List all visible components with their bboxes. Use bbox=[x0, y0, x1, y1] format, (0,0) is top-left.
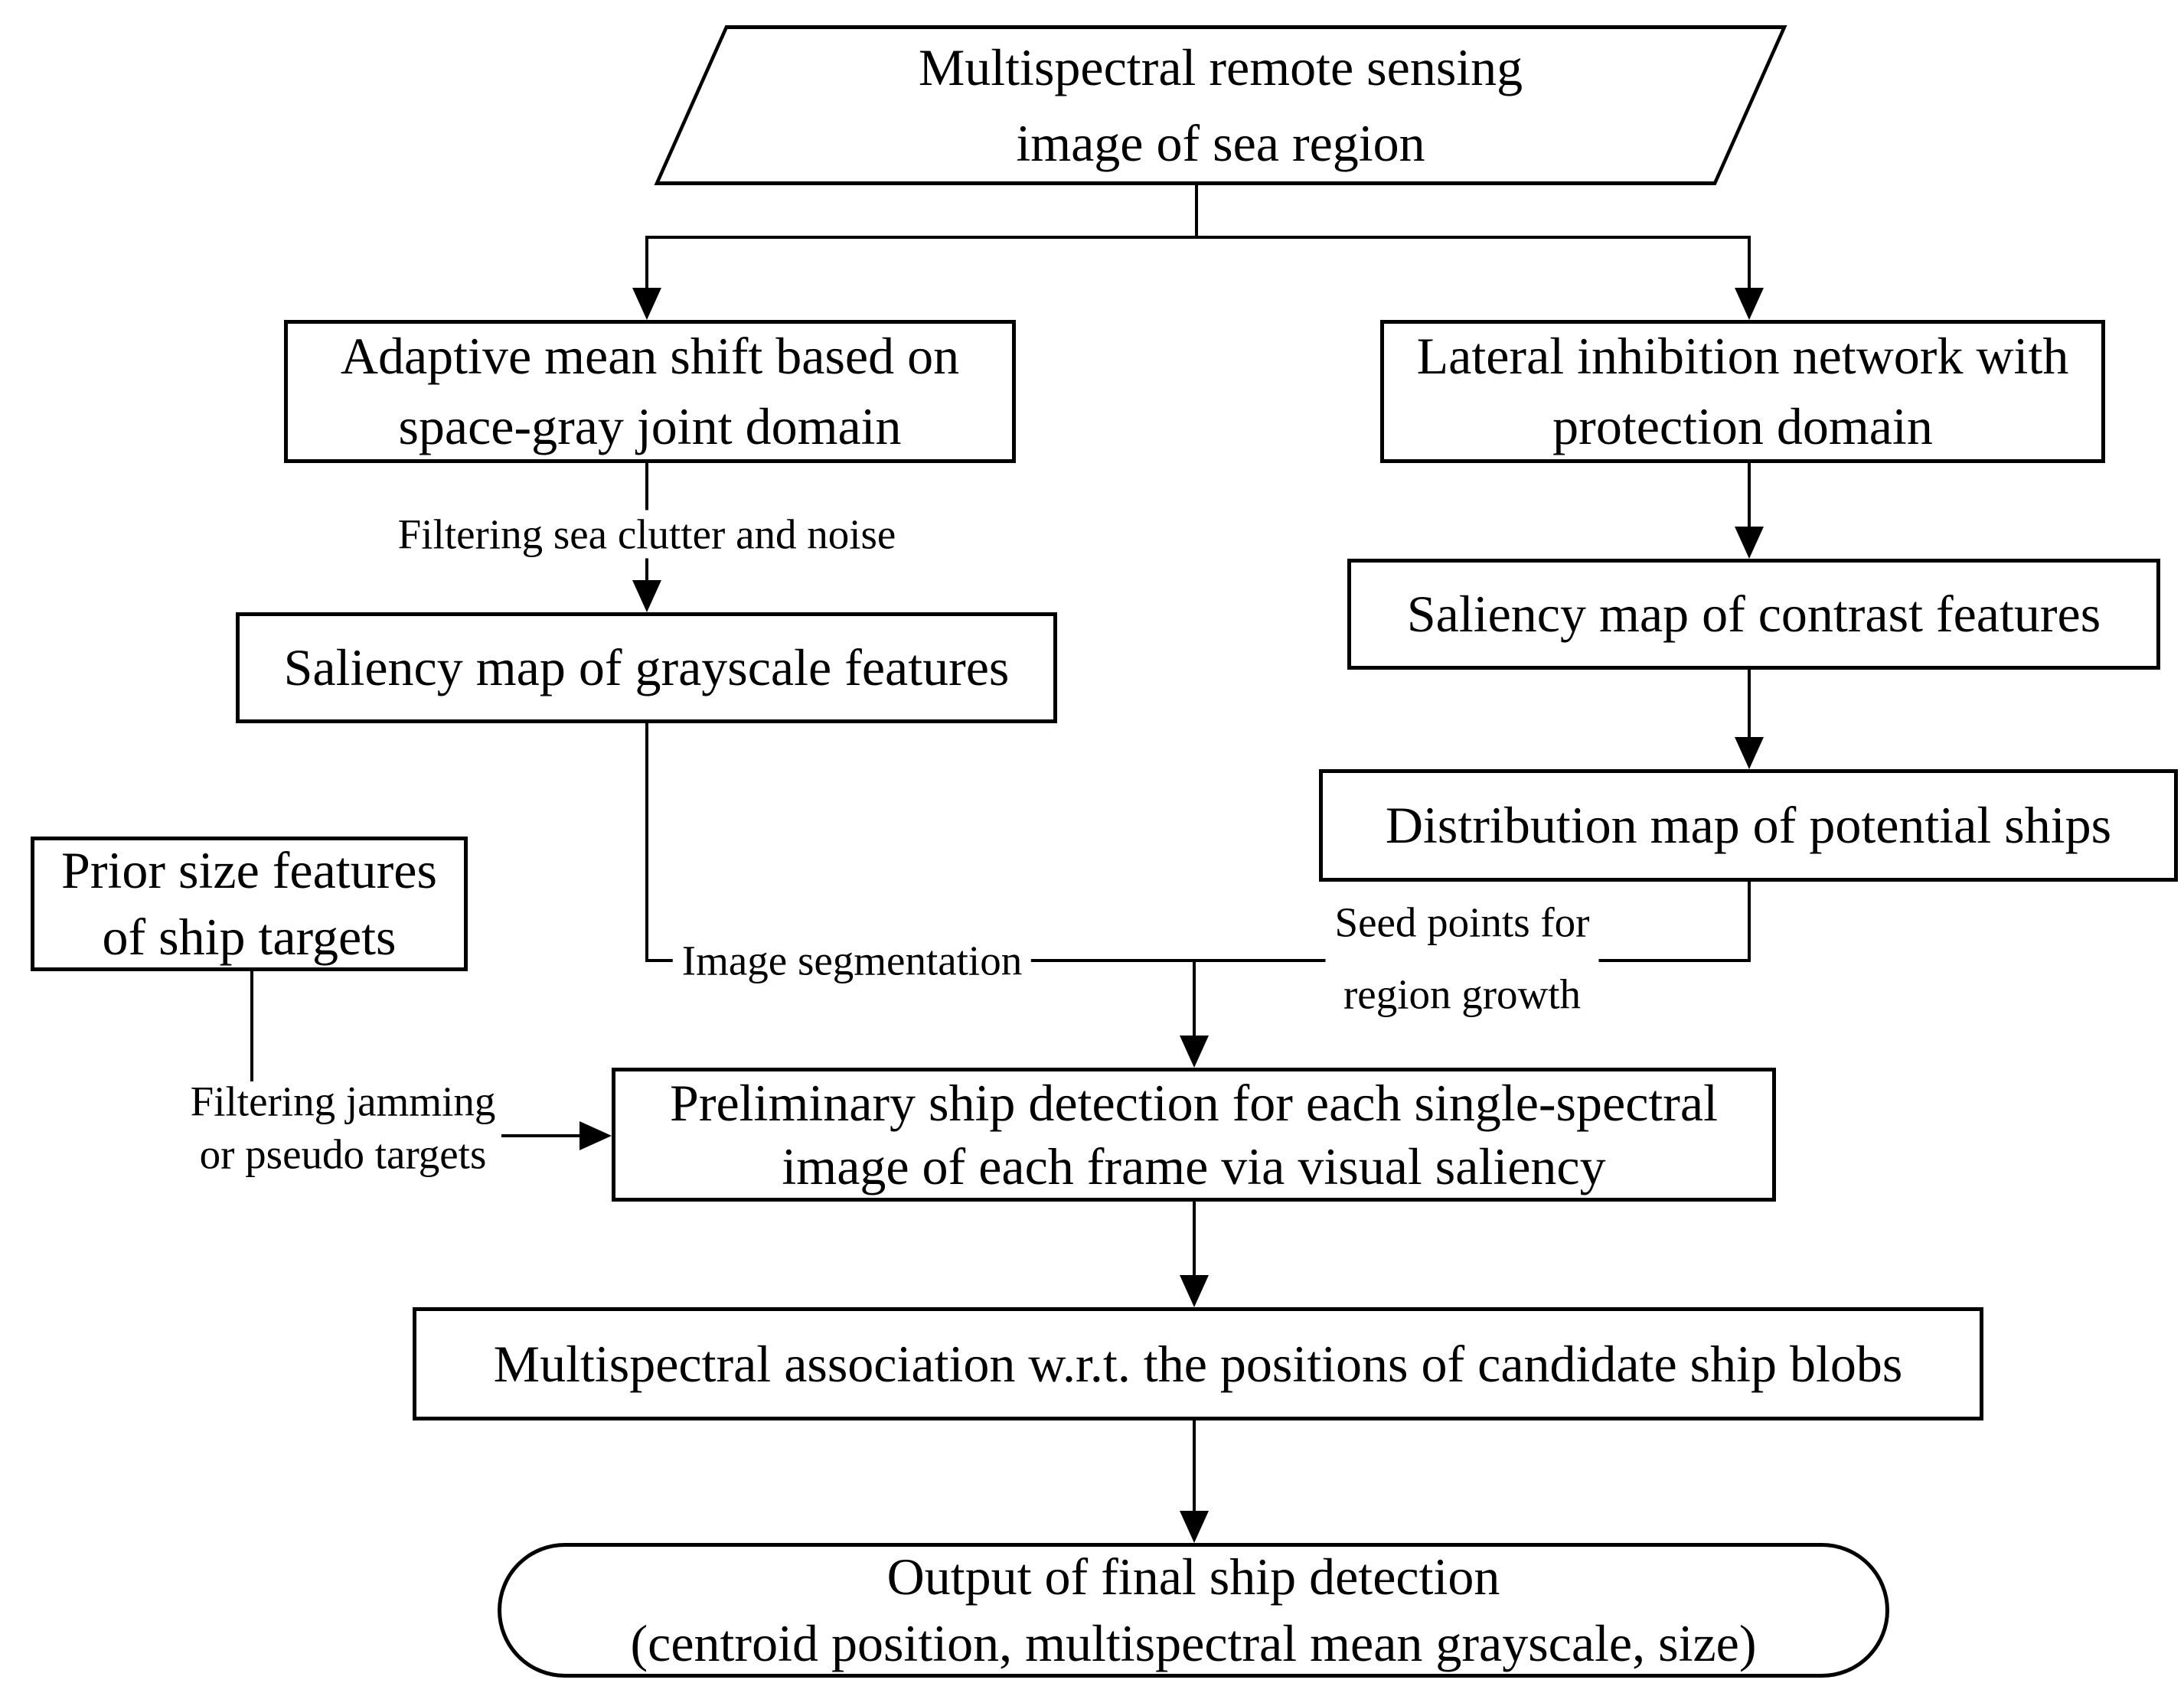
node-preliminary-line1: Preliminary ship detection for each sing… bbox=[670, 1073, 1718, 1132]
arrowhead-into-preliminary bbox=[1180, 1036, 1209, 1068]
node-distribution-map: Distribution map of potential ships bbox=[1319, 769, 2178, 882]
node-prior-line1: Prior size features bbox=[61, 840, 437, 899]
node-input-line2: image of sea region bbox=[1016, 113, 1425, 172]
node-lateral-line1: Lateral inhibition network with bbox=[1416, 326, 2069, 385]
node-prior-line2: of ship targets bbox=[102, 908, 397, 966]
connector-join-to-preliminary bbox=[1193, 961, 1196, 1037]
node-preliminary-detection: Preliminary ship detection for each sing… bbox=[612, 1068, 1776, 1202]
edge-label-filtering-jamming: Filtering jamming or pseudo targets bbox=[181, 1075, 505, 1181]
arrowhead-into-distribution bbox=[1735, 737, 1764, 769]
node-saliency-contrast-line1: Saliency map of contrast features bbox=[1406, 585, 2101, 643]
edge-label-seed-points-line2: region growth bbox=[1343, 970, 1582, 1017]
edge-label-filtering-sea: Filtering sea clutter and noise bbox=[388, 510, 906, 559]
node-lateral-inhibition: Lateral inhibition network with protecti… bbox=[1380, 320, 2105, 463]
arrowhead-into-saliency-gray bbox=[632, 580, 661, 612]
arrowhead-into-lateral bbox=[1735, 288, 1764, 320]
node-saliency-contrast: Saliency map of contrast features bbox=[1347, 559, 2160, 670]
arrowhead-into-preliminary-left bbox=[579, 1121, 612, 1150]
node-output-line1: Output of final ship detection bbox=[886, 1547, 1500, 1606]
node-input-line1: Multispectral remote sensing bbox=[918, 38, 1523, 96]
edge-label-seed-points-line1: Seed points for bbox=[1334, 899, 1590, 946]
connector-join-line bbox=[645, 959, 1751, 962]
connector-contrast-to-distribution bbox=[1748, 670, 1751, 739]
edge-label-image-segmentation: Image segmentation bbox=[672, 936, 1032, 985]
node-adaptive-line2: space-gray joint domain bbox=[398, 396, 902, 455]
connector-preliminary-to-association bbox=[1193, 1202, 1196, 1277]
connector-jamming-line bbox=[501, 1134, 581, 1137]
node-multispectral-association: Multispectral association w.r.t. the pos… bbox=[413, 1307, 1983, 1420]
arrowhead-into-saliency-contrast bbox=[1735, 527, 1764, 559]
node-input-text: Multispectral remote sensing image of se… bbox=[690, 25, 1751, 185]
node-saliency-grayscale-line1: Saliency map of grayscale features bbox=[283, 638, 1010, 696]
connector-distribution-to-join bbox=[1748, 882, 1751, 962]
arrowhead-into-adaptive bbox=[632, 288, 661, 320]
node-output-line2: (centroid position, multispectral mean g… bbox=[630, 1614, 1757, 1672]
edge-label-filtering-jamming-line1: Filtering jamming bbox=[190, 1078, 496, 1125]
connector-saliency-gray-to-join bbox=[645, 723, 648, 962]
node-prior-size-features: Prior size features of ship targets bbox=[31, 837, 468, 971]
connector-lateral-to-saliency-contrast bbox=[1748, 463, 1751, 528]
node-final-output: Output of final ship detection (centroid… bbox=[498, 1543, 1889, 1678]
arrowhead-into-association bbox=[1180, 1275, 1209, 1307]
arrowhead-into-output bbox=[1180, 1511, 1209, 1543]
connector-split-to-adaptive bbox=[645, 236, 648, 291]
node-saliency-grayscale: Saliency map of grayscale features bbox=[236, 612, 1057, 723]
connector-prior-stub bbox=[250, 971, 253, 1081]
node-association-line1: Multispectral association w.r.t. the pos… bbox=[493, 1334, 1903, 1393]
connector-split-line bbox=[645, 236, 1751, 239]
connector-input-stub bbox=[1195, 185, 1198, 239]
connector-association-to-output bbox=[1193, 1420, 1196, 1512]
edge-label-filtering-jamming-line2: or pseudo targets bbox=[199, 1130, 487, 1177]
node-input: Multispectral remote sensing image of se… bbox=[654, 25, 1787, 185]
node-preliminary-line2: image of each frame via visual saliency bbox=[782, 1137, 1606, 1195]
node-distribution-line1: Distribution map of potential ships bbox=[1385, 796, 2112, 854]
node-lateral-line2: protection domain bbox=[1552, 396, 1933, 455]
node-adaptive-line1: Adaptive mean shift based on bbox=[340, 326, 960, 385]
node-adaptive-mean-shift: Adaptive mean shift based on space-gray … bbox=[284, 320, 1016, 463]
connector-split-to-lateral bbox=[1748, 236, 1751, 291]
edge-label-seed-points: Seed points for region growth bbox=[1325, 886, 1599, 1030]
